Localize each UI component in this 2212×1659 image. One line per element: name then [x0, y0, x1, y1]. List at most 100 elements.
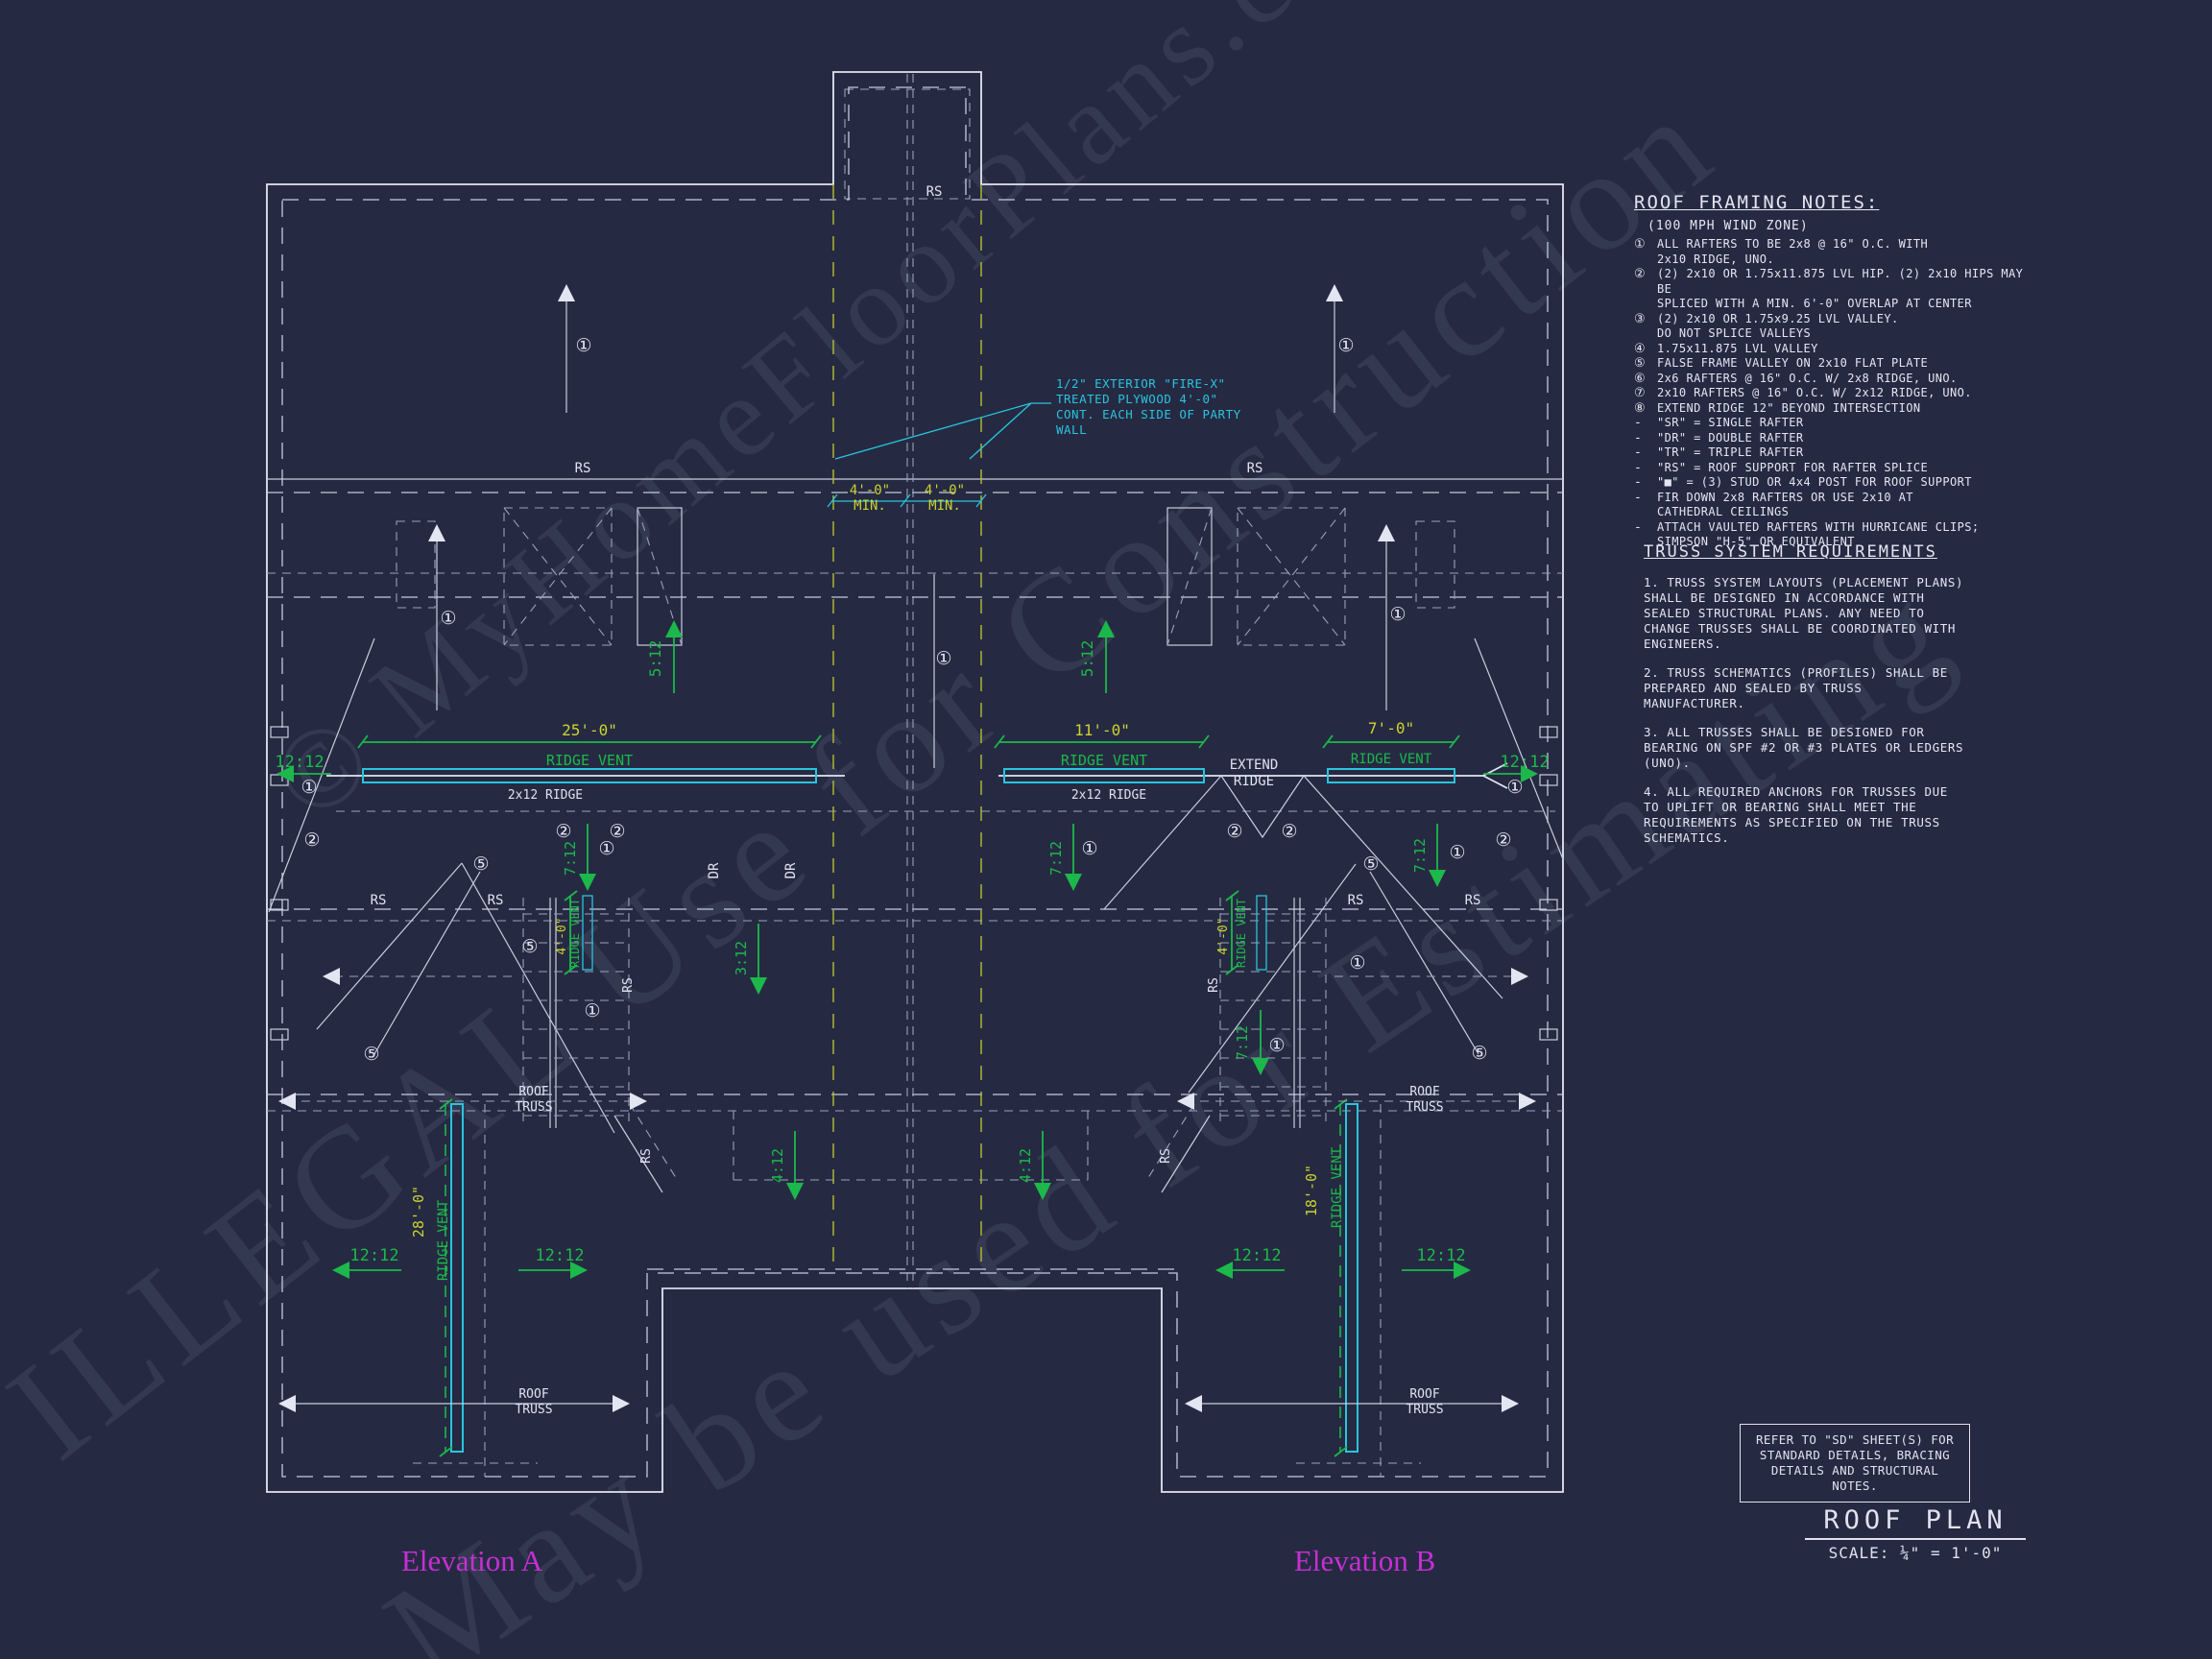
plan-label: RIDGE VENT	[1330, 1146, 1345, 1228]
circled-keynote: ①	[1449, 842, 1465, 863]
wing-lines	[413, 1104, 1421, 1477]
circled-keynote: ①	[935, 648, 951, 669]
plan-label: 12:12	[1232, 1246, 1281, 1265]
plan-label: RIDGE VENT	[1235, 899, 1248, 968]
sheet-title: ROOF PLAN	[1805, 1505, 2026, 1540]
hip-valley-lines	[268, 637, 1564, 1193]
plan-label: RIDGE VENT	[546, 752, 633, 769]
roof-framing-notes-subtitle: (100 MPH WIND ZONE)	[1647, 219, 1809, 233]
plan-label: RS	[1207, 977, 1221, 993]
plan-label: MIN.	[928, 498, 961, 514]
party-wall-leaders	[827, 402, 1051, 508]
plan-label: ROOF	[1409, 1085, 1439, 1099]
plan-label: RS	[575, 461, 591, 476]
overhang-dashed	[281, 86, 1549, 1478]
plan-label: 3:12	[733, 941, 750, 975]
plan-label: ROOF	[518, 1387, 548, 1402]
circled-keynote: ②	[555, 821, 571, 842]
plan-label: EXTEND	[1230, 757, 1279, 773]
slope-arrows	[276, 620, 1538, 1279]
roof-framing-notes-title: ROOF FRAMING NOTES:	[1634, 192, 1880, 213]
plan-label: RS	[1247, 461, 1263, 476]
plan-label: 25'-0"	[562, 721, 617, 739]
plan-label: RS	[1348, 893, 1364, 908]
note-item: ③(2) 2x10 OR 1.75x9.25 LVL VALLEY. DO NO…	[1634, 311, 1899, 341]
hip-valley-dashed	[629, 1103, 1195, 1182]
plan-label: 7:12	[562, 841, 579, 876]
note-item: -ATTACH VAULTED RAFTERS WITH HURRICANE C…	[1634, 519, 1980, 549]
plan-label: RS	[1465, 893, 1481, 908]
plan-label: 2x12 RIDGE	[508, 788, 583, 803]
plan-label: ROOF	[518, 1085, 548, 1099]
plan-label: ROOF	[1409, 1387, 1439, 1402]
plan-label: TRUSS	[515, 1403, 552, 1417]
roof-support-ladder-right	[1219, 898, 1327, 1128]
plan-label: RS	[371, 893, 387, 908]
party-wall-note: 1/2" EXTERIOR "FIRE-X" TREATED PLYWOOD 4…	[1056, 376, 1241, 437]
truss-paragraph: 4. ALL REQUIRED ANCHORS FOR TRUSSES DUE …	[1644, 784, 1948, 845]
plan-label: 28'-0"	[410, 1186, 427, 1238]
roof-support-ladder-left	[522, 898, 630, 1128]
note-item: -"TR" = TRIPLE RAFTER	[1634, 445, 1804, 460]
note-item: -"SR" = SINGLE RAFTER	[1634, 416, 1804, 430]
circled-keynote: ⑤	[363, 1044, 379, 1065]
plan-label: RIDGE VENT	[1351, 752, 1432, 767]
plan-label: RS	[926, 184, 943, 200]
plan-label: 7:12	[1234, 1025, 1251, 1060]
plan-label: RIDGE VENT	[1061, 752, 1147, 769]
roof-framing-notes: ROOF FRAMING NOTES: (100 MPH WIND ZONE) …	[1634, 192, 2030, 550]
elevation-b-label: Elevation B	[1294, 1544, 1436, 1577]
plan-label: RS	[1159, 1148, 1173, 1164]
x-braced-boxes	[396, 507, 1455, 646]
truss-paragraph: 2. TRUSS SCHEMATICS (PROFILES) SHALL BE …	[1644, 665, 1948, 710]
circled-keynote: ⑤	[1471, 1043, 1487, 1064]
sheet-scale: SCALE: ¼" = 1'-0"	[1828, 1544, 2003, 1562]
note-item: -"RS" = ROOF SUPPORT FOR RAFTER SPLICE	[1634, 460, 1929, 475]
plan-label: 4'-0"	[850, 483, 890, 498]
circled-keynote: ②	[303, 830, 320, 851]
plan-label: 12:12	[1416, 1246, 1465, 1265]
circled-keynote: ②	[609, 821, 625, 842]
circled-keynote: ⑤	[521, 936, 538, 957]
note-item: -"DR" = DOUBLE RAFTER	[1634, 430, 1804, 445]
plan-label: RS	[621, 977, 636, 993]
circled-keynote: ②	[1495, 830, 1511, 851]
white-arrows	[323, 284, 1528, 985]
plan-label: 4'-0"	[555, 917, 569, 954]
circled-keynote: ①	[1268, 1035, 1285, 1056]
plan-label: RIDGE	[1234, 774, 1274, 789]
plan-label: 4'-0"	[1216, 917, 1231, 954]
note-item: ②(2) 2x10 OR 1.75x11.875 LVL HIP. (2) 2x…	[1634, 267, 2024, 310]
center-lower-box	[733, 1111, 1089, 1181]
circled-keynote: ①	[575, 335, 591, 356]
plan-label: 5:12	[1078, 640, 1096, 678]
roof-bands	[267, 478, 1563, 1289]
plan-label: 12:12	[275, 753, 324, 772]
plan-label: 7:12	[1047, 841, 1065, 876]
plan-label: RIDGE VENT	[436, 1199, 451, 1281]
ridge-lines	[326, 762, 1508, 789]
plan-label: DR	[707, 862, 722, 878]
circled-keynote: ⑤	[472, 854, 489, 875]
circled-keynote: ②	[1226, 821, 1242, 842]
plan-annotations: 25'-0"11'-0"7'-0"4'-0"MIN.4'-0"MIN.28'-0…	[275, 184, 1549, 1417]
plan-label: DR	[783, 862, 799, 878]
circled-keynote: ①	[1349, 952, 1365, 974]
plan-label: MIN.	[854, 498, 886, 514]
plan-label: 11'-0"	[1074, 721, 1130, 739]
ridge-vents	[362, 768, 1455, 1453]
circled-keynote: ②	[1281, 821, 1297, 842]
circled-keynote: ①	[584, 1000, 600, 1022]
plan-label: 12:12	[1500, 753, 1549, 772]
plan-label: 4:12	[1017, 1148, 1034, 1183]
party-wall-lines	[832, 74, 982, 1288]
plan-label: RS	[639, 1148, 654, 1164]
note-item: -"■" = (3) STUD OR 4x4 POST FOR ROOF SUP…	[1634, 475, 1972, 490]
circled-keynote: ①	[1081, 838, 1097, 859]
circled-keynote: ⑤	[1362, 854, 1379, 875]
